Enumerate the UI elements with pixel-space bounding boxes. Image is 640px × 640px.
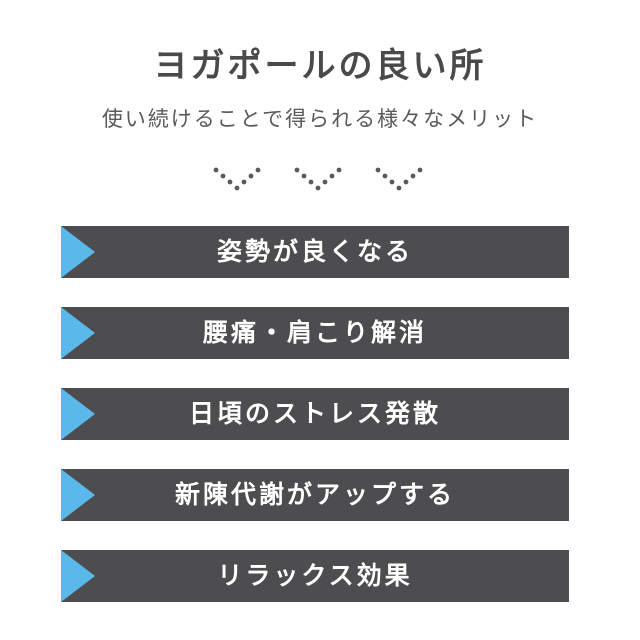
benefit-item-back-pain: 腰痛・肩こり解消	[61, 307, 569, 359]
play-arrow-icon	[61, 226, 95, 278]
play-arrow-icon	[61, 388, 95, 440]
page-subtitle: 使い続けることで得られる様々なメリット	[101, 107, 539, 131]
chevron-down-icon	[213, 167, 261, 191]
benefit-label: リラックス効果	[217, 561, 413, 590]
play-arrow-icon	[61, 307, 95, 359]
dotted-chevrons	[213, 167, 423, 191]
benefit-label: 新陳代謝がアップする	[174, 480, 455, 509]
benefit-label: 姿勢が良くなる	[216, 237, 413, 266]
benefit-item-stress-relief: 日頃のストレス発散	[61, 388, 569, 440]
page-title: ヨガポールの良い所	[153, 46, 487, 86]
benefit-label: 腰痛・肩こり解消	[202, 318, 427, 347]
benefit-item-posture: 姿勢が良くなる	[61, 226, 569, 278]
benefit-item-metabolism: 新陳代謝がアップする	[61, 469, 569, 521]
benefit-label: 日頃のストレス発散	[188, 399, 441, 428]
chevron-down-icon	[294, 167, 342, 191]
play-arrow-icon	[61, 550, 95, 602]
play-arrow-icon	[61, 469, 95, 521]
chevron-down-icon	[375, 167, 423, 191]
benefit-item-relaxation: リラックス効果	[61, 550, 569, 602]
